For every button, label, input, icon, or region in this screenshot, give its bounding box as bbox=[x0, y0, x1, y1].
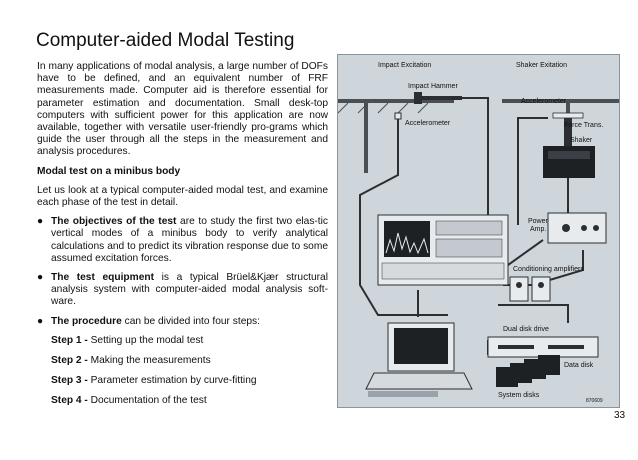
label-conditioning-amplifiers: Conditioning amplifiers bbox=[513, 266, 584, 273]
step-number: Step 2 - bbox=[51, 355, 88, 367]
step-item: Step 4 - Documentation of the test bbox=[51, 395, 328, 407]
text-column: In many applications of modal analysis, … bbox=[37, 61, 328, 416]
impact-hammer-icon bbox=[414, 92, 462, 104]
step-text: Setting up the modal test bbox=[87, 334, 204, 346]
setup-illustration: Impact Excitation Shaker Exitation Impac… bbox=[337, 62, 619, 404]
label-accelerometer-left: Accelerometer bbox=[405, 120, 451, 127]
bullet-bold: The test equipment bbox=[51, 272, 154, 284]
label-shaker: Shaker bbox=[570, 137, 593, 144]
disk-stack-icon bbox=[496, 355, 560, 387]
conditioning-amplifiers-unit bbox=[509, 276, 551, 302]
accelerometer-left-icon bbox=[394, 112, 402, 120]
label-power: Power bbox=[528, 218, 549, 225]
label-figure-code: 870609 bbox=[586, 398, 603, 404]
shaker-icon bbox=[543, 118, 595, 178]
bullet-dot-icon: ● bbox=[37, 216, 44, 228]
bullet-text: can be divided into four steps: bbox=[121, 315, 260, 327]
intro-paragraph: In many applications of modal analysis, … bbox=[37, 61, 328, 158]
bullet-dot-icon: ● bbox=[37, 272, 44, 284]
step-item: Step 3 - Parameter estimation by curve-f… bbox=[51, 375, 328, 387]
lead-paragraph: Let us look at a typical computer-aided … bbox=[37, 184, 328, 209]
step-text: Documentation of the test bbox=[87, 395, 207, 407]
section-subheading: Modal test on a minibus body bbox=[37, 165, 181, 177]
modal-test-setup-figure: Impact Excitation Shaker Exitation Impac… bbox=[337, 54, 620, 408]
step-number: Step 1 - bbox=[51, 334, 88, 346]
label-impact-excitation: Impact Excitation bbox=[378, 62, 431, 69]
label-impact-hammer: Impact Hammer bbox=[408, 83, 458, 90]
bullet-procedure: ● The procedure can be divided into four… bbox=[37, 316, 328, 328]
label-shaker-excitation: Shaker Exitation bbox=[516, 62, 567, 69]
page-number: 33 bbox=[614, 410, 626, 421]
label-data-disk: Data disk bbox=[564, 362, 594, 369]
desktop-computer-unit bbox=[365, 322, 473, 397]
bullet-text: is a typical Brüel&Kjær structural analy… bbox=[51, 272, 328, 308]
bullet-text: are to study the first two elas-tic vert… bbox=[51, 216, 328, 264]
steps-list: Step 1 - Setting up the modal test Step … bbox=[51, 335, 328, 408]
label-system-disks: System disks bbox=[498, 392, 540, 399]
label-accelerometer-right: Accelerometer bbox=[521, 98, 567, 105]
power-amplifier-unit bbox=[547, 212, 607, 244]
bullet-bold: The objectives of the test bbox=[51, 216, 177, 228]
dual-disk-drive-unit bbox=[487, 336, 599, 358]
bullet-objectives: ● The objectives of the test are to stud… bbox=[37, 216, 328, 265]
step-text: Parameter estimation by curve-fitting bbox=[87, 375, 257, 387]
label-dual-disk-drive: Dual disk drive bbox=[503, 326, 549, 333]
label-force-trans: Force Trans. bbox=[564, 122, 603, 129]
step-item: Step 1 - Setting up the modal test bbox=[51, 335, 328, 347]
bullet-bold: The procedure bbox=[51, 315, 122, 327]
page-title: Computer-aided Modal Testing bbox=[36, 30, 295, 51]
label-amp: Amp. bbox=[530, 226, 546, 233]
step-number: Step 3 - bbox=[51, 375, 88, 387]
bullet-dot-icon: ● bbox=[37, 315, 44, 327]
bullet-equipment: ● The test equipment is a typical Brüel&… bbox=[37, 272, 328, 309]
step-number: Step 4 - bbox=[51, 395, 88, 407]
step-item: Step 2 - Making the measurements bbox=[51, 355, 328, 367]
analyzer-unit bbox=[377, 214, 509, 286]
step-text: Making the measurements bbox=[87, 355, 211, 367]
